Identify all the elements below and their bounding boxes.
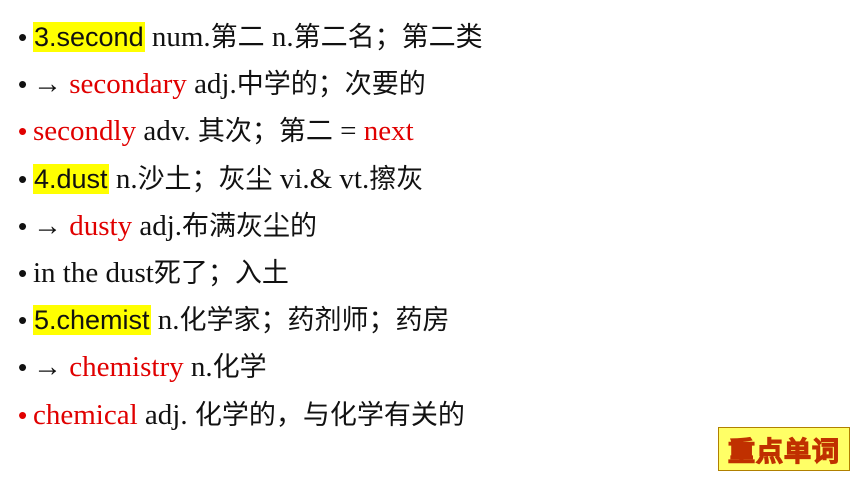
meaning: 化学的，与化学有关的 <box>194 399 465 431</box>
part-of-speech: n. <box>108 162 138 195</box>
list-item: •chemical adj. 化学的，与化学有关的 <box>18 392 483 439</box>
part-of-speech: n. <box>183 351 213 384</box>
list-item: •in the dust死了；入土 <box>18 250 483 297</box>
synonym-word: next <box>363 115 414 148</box>
list-item: •→ secondary adj.中学的；次要的 <box>18 61 483 108</box>
arrow: → <box>33 351 70 384</box>
meaning: 第二 <box>210 22 265 53</box>
meaning: 化学 <box>212 352 267 384</box>
part-of-speech: n. <box>150 304 180 337</box>
derived-word: secondary <box>69 68 187 101</box>
part-of-speech: adv. <box>136 115 198 148</box>
derived-word: chemistry <box>69 351 184 384</box>
part-of-speech: adj. <box>132 209 183 242</box>
headword-tag: 5.chemist <box>33 305 151 336</box>
meaning: 布满灰尘的 <box>182 210 318 242</box>
part-of-speech: vi.& vt. <box>272 162 370 195</box>
list-item: •→ dusty adj.布满灰尘的 <box>18 203 483 250</box>
list-item: •5.chemist n.化学家；药剂师；药房 <box>18 297 483 344</box>
meaning: 其次；第二 <box>197 116 333 148</box>
part-of-speech: adj. <box>137 398 195 431</box>
meaning: 第二名；第二类 <box>293 22 483 53</box>
list-item: •→ chemistry n.化学 <box>18 344 483 391</box>
meaning: 中学的；次要的 <box>236 69 426 101</box>
badge-label: 重点单词 <box>727 436 840 468</box>
bullet: • <box>18 69 28 100</box>
bullet: • <box>18 257 28 288</box>
derived-word: secondly <box>33 115 137 148</box>
bullet: • <box>18 399 28 430</box>
headword-tag: 3.second <box>33 22 145 52</box>
meaning: 死了；入土 <box>153 257 289 289</box>
part-of-speech: adj. <box>186 68 237 101</box>
bullet: • <box>18 210 28 241</box>
equals-sign: = <box>332 115 364 148</box>
headword-tag: 4.dust <box>33 163 109 194</box>
meaning: 化学家；药剂师；药房 <box>179 305 450 337</box>
list-item: •secondly adv. 其次；第二 = next <box>18 108 483 155</box>
meaning: 沙土；灰尘 <box>137 163 273 195</box>
derived-word: dusty <box>69 209 133 242</box>
arrow: → <box>33 209 70 242</box>
bullet: • <box>18 116 28 147</box>
bullet: • <box>18 22 28 52</box>
arrow: → <box>33 68 70 101</box>
list-item: •4.dust n.沙土；灰尘 vi.& vt.擦灰 <box>18 156 483 203</box>
list-item: •3.second num.第二 n.第二名；第二类 <box>18 14 483 61</box>
word-list: •3.second num.第二 n.第二名；第二类 •→ secondary … <box>18 14 483 439</box>
meaning: 擦灰 <box>369 163 424 195</box>
bullet: • <box>18 305 28 336</box>
bullet: • <box>18 163 28 194</box>
derived-word: chemical <box>33 398 138 431</box>
phrase: in the dust <box>33 256 154 289</box>
bullet: • <box>18 352 28 383</box>
key-words-badge: 重点单词 <box>718 427 850 471</box>
part-of-speech: num. <box>144 21 211 53</box>
part-of-speech: n. <box>264 21 294 53</box>
